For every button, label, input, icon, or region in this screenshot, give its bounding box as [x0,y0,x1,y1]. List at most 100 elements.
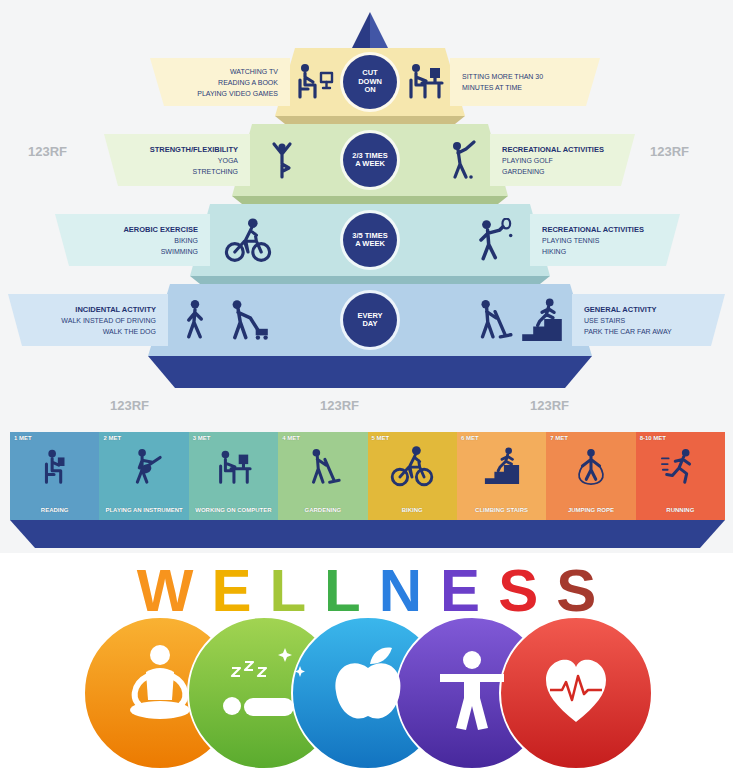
band-item: HIKING [542,246,566,257]
band-heading: STRENGTH/FLEXIBILITY [150,144,238,155]
band-text-box: STRENGTH/FLEXIBILITYYOGASTRETCHING [150,134,238,186]
watermark: 123RF [650,144,689,159]
watermark-holder: 123RF [530,396,569,414]
met-activity: CLIMBING STAIRS [475,507,528,514]
guitar-icon [137,449,160,482]
tier-face [275,48,465,116]
band-item: GARDENING [502,166,544,177]
title-letter: S [498,557,556,624]
title-letter: L [269,557,324,624]
band-text-box: RECREATIONAL ACTIVITIESPLAYING GOLFGARDE… [502,134,604,186]
frequency-text: EVERY DAY [352,312,388,329]
band-item: WALK INSTEAD OF DRIVING [61,315,156,326]
band-item: SITTING MORE THAN 30 MINUTES AT TIME [462,71,554,93]
title-letter: L [324,557,379,624]
art-part [244,698,294,716]
activity-band: INCIDENTAL ACTIVITYWALK INSTEAD OF DRIVI… [8,294,168,346]
met-activity: WORKING ON COMPUTER [195,507,271,514]
band-text-box: GENERAL ACTIVITYUSE STAIRSPARK THE CAR F… [584,294,672,346]
art-part [335,663,400,718]
band-item: PLAYING TENNIS [542,235,599,246]
tier-underside [275,116,465,124]
tier-face [190,204,550,276]
art-part [295,666,305,677]
art-part [440,674,504,730]
apple-icon [335,648,400,719]
watermark-holder: 123RF [320,396,359,414]
panel-ground [0,0,733,553]
yoga-icon [274,143,290,177]
band-text-box: WATCHING TVREADING A BOOKPLAYING VIDEO G… [197,58,278,106]
met-activity: RUNNING [666,507,694,514]
met-cell: 3 MET WORKING ON COMPUTER [189,432,278,520]
watermark-holder: 123RF [650,142,689,160]
band-item: STRETCHING [193,166,239,177]
band-fill [150,58,290,106]
frequency-text: CUT DOWN ON [352,69,388,95]
band-item: WALK THE DOG [103,326,156,337]
frequency-circle: EVERY DAY [343,293,397,347]
met-activity: PLAYING AN INSTRUMENT [105,507,182,514]
activity-band: RECREATIONAL ACTIVITIESPLAYING TENNISHIK… [530,214,680,266]
watermark: 123RF [530,398,569,413]
met-value: 5 MET [372,435,390,442]
met-activity: GARDENING [304,507,341,514]
meditation-icon [130,645,190,719]
band-heading: GENERAL ACTIVITY [584,304,657,315]
met-activity: JUMPING ROPE [568,507,614,514]
jump-rope-icon [579,449,603,484]
pyramid-tip [370,12,388,48]
walk-icon [189,300,202,337]
golf-icon [453,142,474,179]
title-letter: E [211,557,269,624]
stairs-icon [522,299,562,341]
art-part [223,697,241,715]
art-part [463,651,481,669]
met-value: 6 MET [461,435,479,442]
band-item: YOGA [218,155,238,166]
band-heading: RECREATIONAL ACTIVITIES [542,224,644,235]
wellness-circle [500,617,652,769]
met-cell: 2 METPLAYING AN INSTRUMENT [99,432,188,520]
band-fill [530,214,680,266]
band-item: BIKING [174,235,198,246]
frequency-circle: 2/3 TIMES A WEEK [343,133,397,187]
tier-face [148,284,592,356]
activity-band: SITTING MORE THAN 30 MINUTES AT TIME [450,58,600,106]
rake-icon [481,300,510,337]
frequency-text: 2/3 TIMES A WEEK [352,152,388,169]
watermark: 123RF [320,398,359,413]
computer-icon [221,451,250,482]
bike-icon [392,446,432,485]
band-item: PLAYING GOLF [502,155,553,166]
band-heading: RECREATIONAL ACTIVITIES [502,144,604,155]
title-letter: S [556,557,614,624]
sleep-icon [223,648,305,716]
reading-icon [46,450,64,482]
tier-face [232,124,508,196]
title-letter: W [137,557,212,624]
pyramid-tip [352,12,370,48]
activity-band: RECREATIONAL ACTIVITIESPLAYING GOLFGARDE… [490,134,635,186]
band-fill [490,134,635,186]
frequency-circle: 3/5 TIMES A WEEK [343,213,397,267]
art-part [150,645,170,665]
activity-band: AEROBIC EXERCISEBIKINGSWIMMING [55,214,210,266]
activity-band: STRENGTH/FLEXIBILITYYOGASTRETCHING [104,134,250,186]
band-item: PARK THE CAR FAR AWAY [584,326,672,337]
running-icon [662,449,690,482]
met-value: 1 MET [14,435,32,442]
frequency-circle: CUT DOWN ON [343,55,397,109]
wellness-title: WELLNESS [119,557,614,624]
watermark-holder: 123RF [110,396,149,414]
met-cell: 4 METGARDENING [278,432,367,520]
watermark: 123RF [28,144,67,159]
band-item: WATCHING TV [230,66,278,77]
band-text-box: SITTING MORE THAN 30 MINUTES AT TIME [462,58,554,106]
art-part [546,660,606,722]
band-text-box: INCIDENTAL ACTIVITYWALK INSTEAD OF DRIVI… [61,294,156,346]
met-value: 3 MET [193,435,211,442]
met-cell: 6 MET CLIMBING STAIRS [457,432,546,520]
